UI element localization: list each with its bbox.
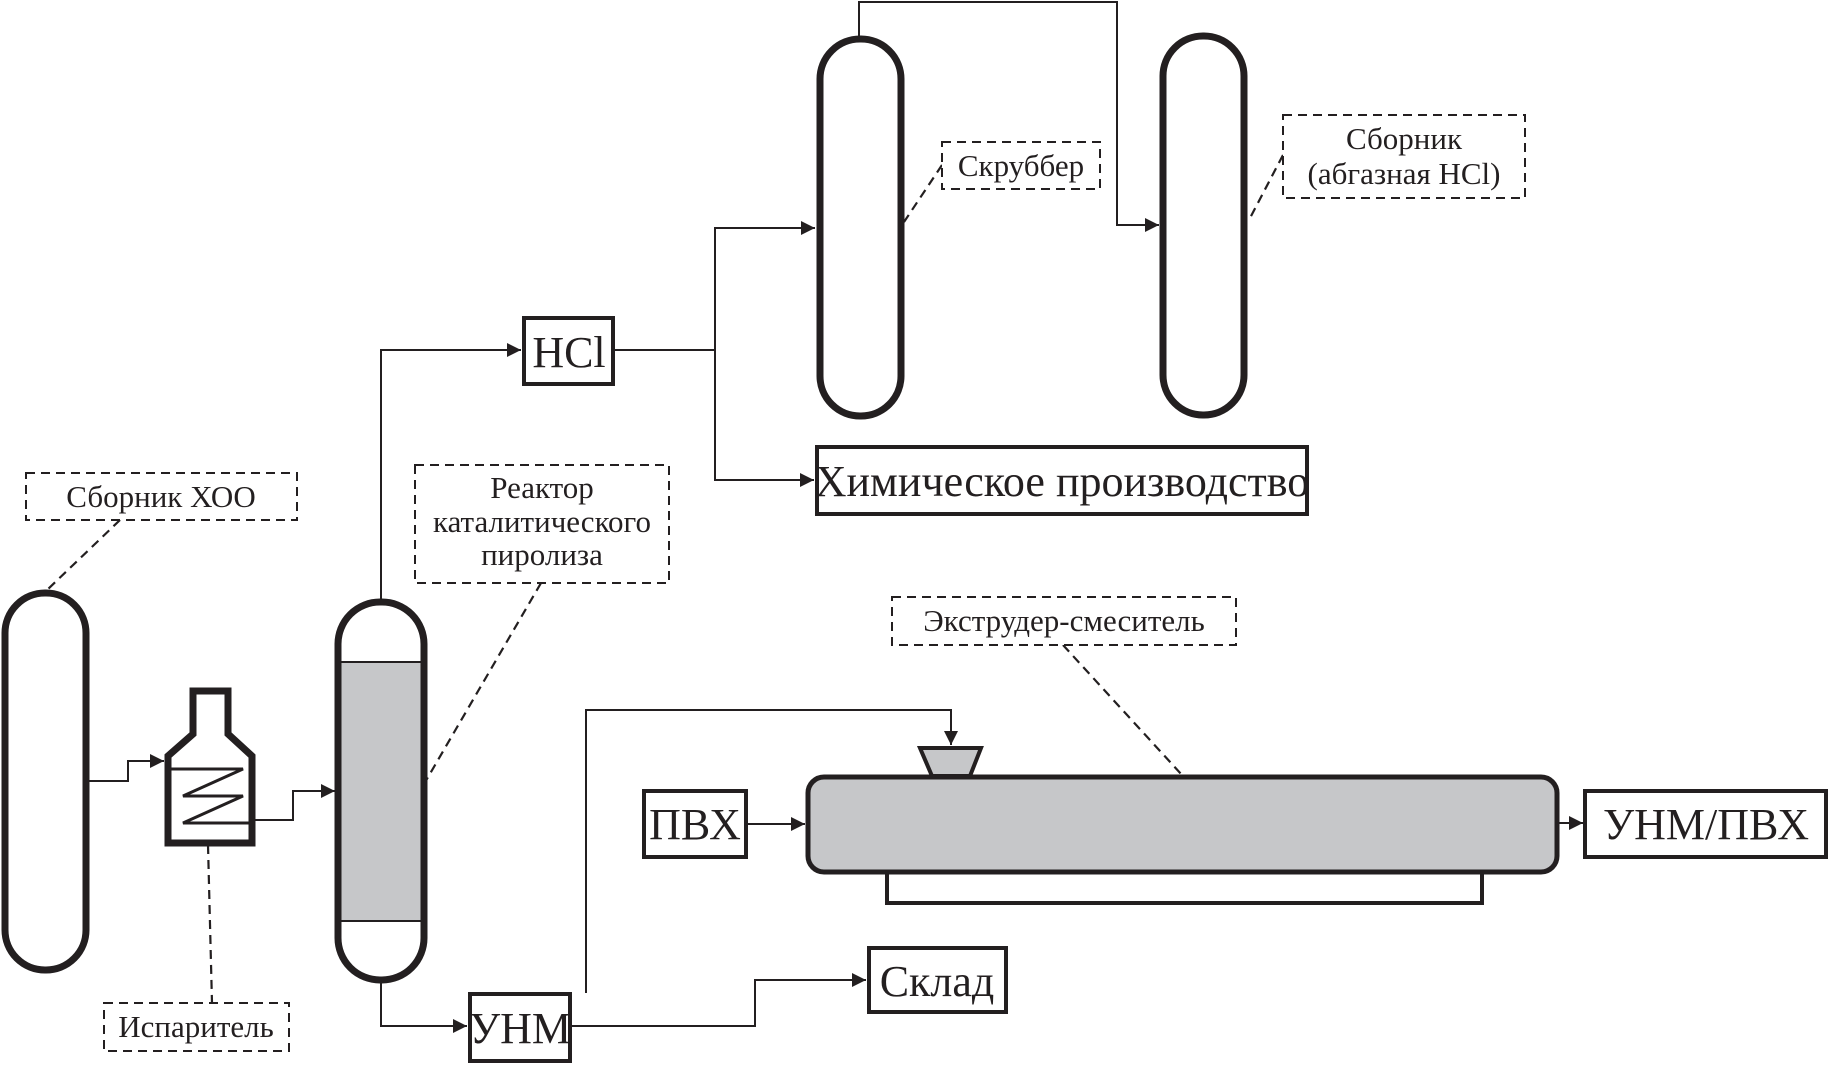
pipe-junction-to-scrubber (714, 221, 815, 350)
extruder-hopper-icon (916, 746, 984, 778)
extruder-mixer (805, 746, 1560, 905)
callout-extruder-label: Экструдер-смеситель (923, 603, 1205, 638)
reactor-catalyst-bed (340, 662, 422, 921)
callout-scrubber: Скруббер (903, 141, 1101, 223)
evaporator-coil-icon (168, 767, 252, 825)
scrubber-column (816, 35, 905, 420)
collector-hcl-tank (1159, 32, 1248, 419)
pipe-unm-to-warehouse (570, 973, 866, 1027)
collector-hoo-tank (1, 589, 90, 974)
pipe-junction-to-chemical-production (714, 350, 814, 487)
box-unm-pvc: УНМ/ПВХ (1583, 789, 1828, 859)
callout-collector-hcl-line2: (абгазная HCl) (1308, 156, 1501, 191)
callout-reactor-line3: пиролиза (481, 537, 603, 572)
callout-reactor: Реактор каталитического пиролиза (414, 464, 670, 785)
pipe-scrubber-to-collector-hcl (858, 1, 1159, 232)
box-chemical-production-label: Химическое производство (815, 457, 1310, 506)
callout-evaporator-label: Испаритель (118, 1009, 274, 1044)
callout-extruder: Экструдер-смеситель (891, 596, 1237, 776)
callout-collector-hcl-line1: Сборник (1346, 121, 1463, 156)
box-unm-label: УНМ (469, 1004, 571, 1053)
box-warehouse-label: Склад (880, 957, 995, 1006)
pipe-evaporator-to-reactor (253, 784, 335, 821)
box-pvc: ПВХ (642, 789, 748, 859)
callout-evaporator: Испаритель (103, 844, 290, 1052)
box-chemical-production: Химическое производство (815, 445, 1310, 516)
callout-reactor-line1: Реактор (490, 470, 594, 505)
box-hcl: HCl (522, 316, 615, 386)
flow-lines (88, 1, 1583, 1033)
box-hcl-label: HCl (532, 328, 605, 377)
pipe-unm-to-hopper (585, 709, 958, 993)
evaporator-unit (164, 687, 256, 847)
pipe-reactor-to-hcl (380, 343, 521, 600)
evaporator-body (164, 687, 256, 847)
callout-scrubber-label: Скруббер (958, 148, 1084, 183)
box-pvc-label: ПВХ (649, 800, 741, 849)
reactor-shell (334, 598, 428, 984)
box-warehouse: Склад (867, 946, 1008, 1014)
extruder-barrel (805, 774, 1560, 875)
pipe-collector-to-evaporator (88, 754, 164, 782)
callout-collector-hcl: Сборник (абгазная HCl) (1248, 114, 1526, 221)
box-unm: УНМ (468, 992, 572, 1063)
pipe-reactor-to-unm (380, 982, 467, 1033)
callout-collector-hoo-label: Сборник ХОО (66, 479, 255, 514)
callout-collector-hoo: Сборник ХОО (25, 472, 298, 591)
pyrolysis-reactor (334, 598, 428, 984)
callout-reactor-line2: каталитического (433, 504, 651, 539)
box-unm-pvc-label: УНМ/ПВХ (1603, 800, 1809, 849)
